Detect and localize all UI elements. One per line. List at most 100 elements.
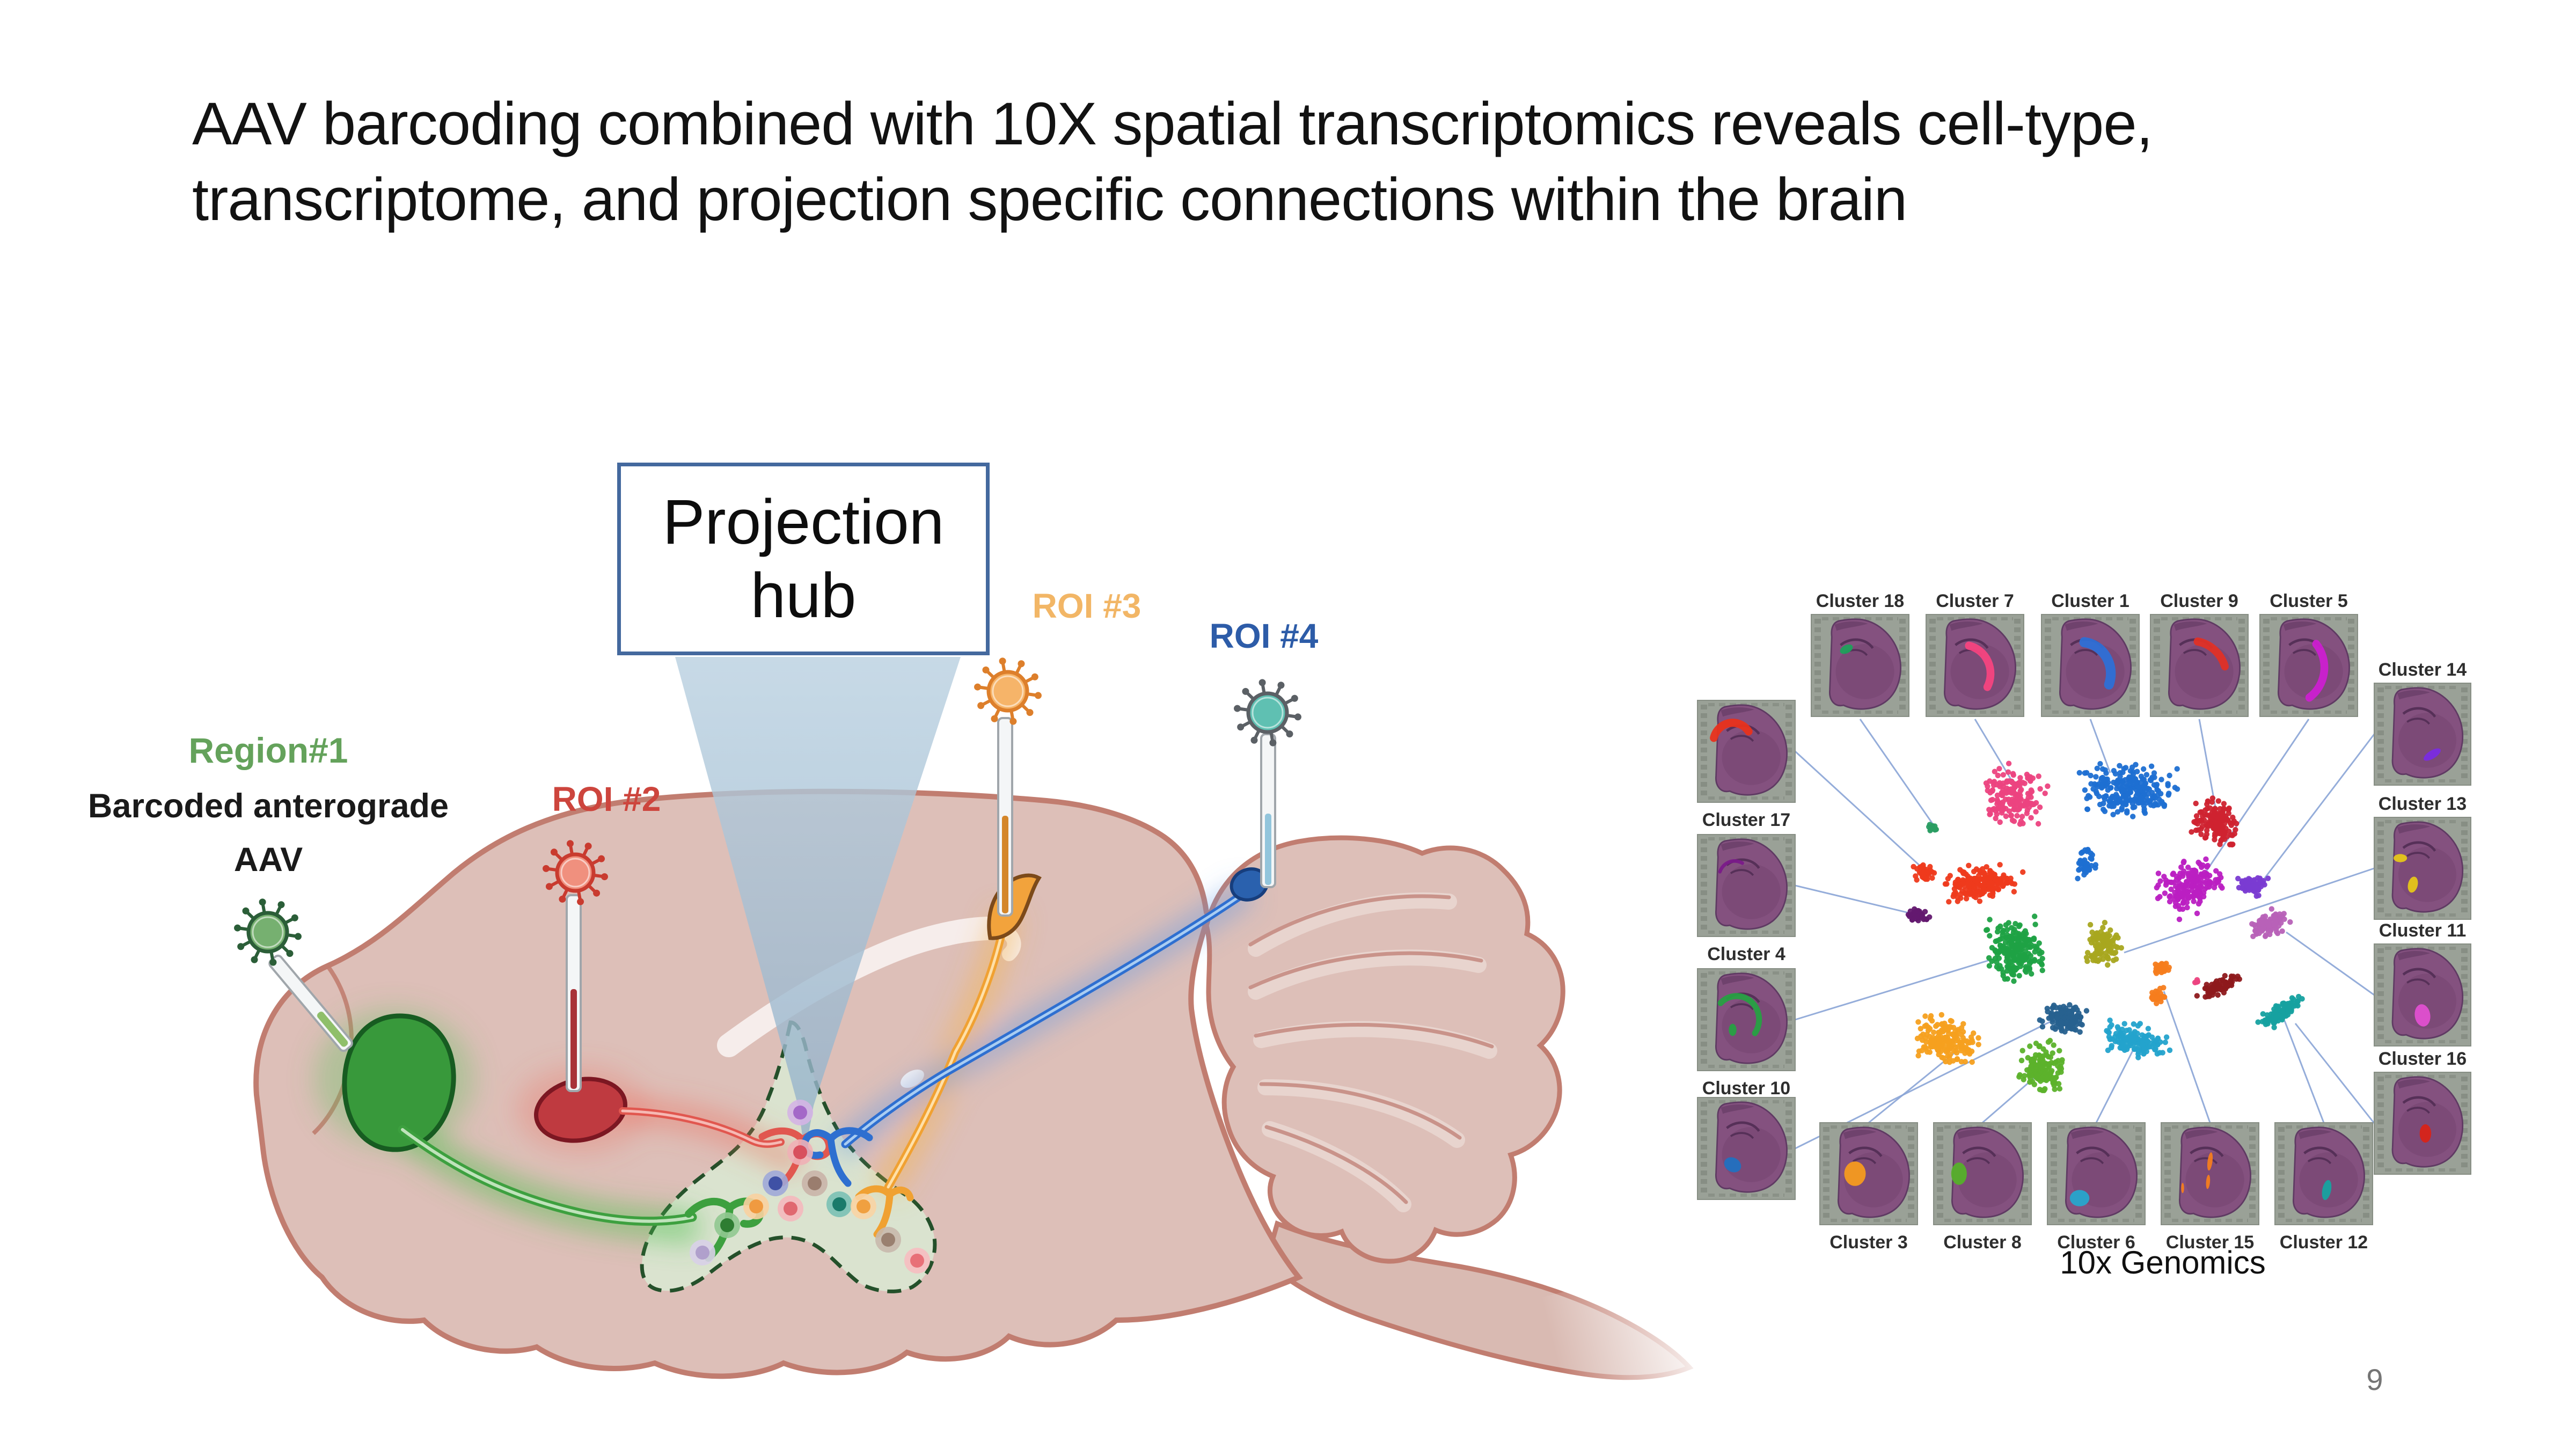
roi4-needle xyxy=(1260,733,1276,888)
red-aav-virus xyxy=(543,840,608,905)
cluster-thumbnail-label: Cluster 3 xyxy=(1829,1232,1908,1253)
cluster-link-line xyxy=(2284,1020,2325,1123)
cell-dot-core xyxy=(881,1233,895,1247)
cell-dot-core xyxy=(720,1218,734,1232)
cluster-thumbnail: Cluster 9 xyxy=(2150,591,2249,717)
projection-hub-label: Projection hub xyxy=(662,487,945,631)
cluster-thumbnail-label: Cluster 11 xyxy=(2379,920,2467,941)
roi3-needle xyxy=(997,717,1013,917)
aav-virus-icons xyxy=(234,657,1301,966)
cluster-highlight xyxy=(1840,644,1853,654)
cluster-thumbnail-label: Cluster 9 xyxy=(2160,591,2238,611)
brain-section xyxy=(1715,838,1788,930)
cluster-thumbnail: Cluster 16 xyxy=(2374,1049,2471,1175)
brain-section xyxy=(2059,618,2132,710)
brain-section xyxy=(2278,618,2350,710)
cluster-thumbnail: Cluster 1 xyxy=(2041,591,2140,717)
green-aav-virus xyxy=(234,898,302,966)
barcoded-cells xyxy=(690,1100,930,1274)
cell-dot-core xyxy=(696,1246,709,1260)
cluster-link-line xyxy=(1794,750,1932,877)
tsne-scatter xyxy=(1905,760,2305,1094)
cluster-highlight xyxy=(1717,993,1762,1036)
cluster-thumbnail-label: Cluster 13 xyxy=(2379,794,2467,814)
cluster-thumbnail-label: Cluster 7 xyxy=(1936,591,2014,611)
cluster-thumbnail: Cluster 3 xyxy=(1819,1122,1918,1253)
cluster-highlight xyxy=(1718,859,1744,874)
roi3-label: ROI #3 xyxy=(1032,587,1141,625)
brain-section xyxy=(2391,948,2463,1040)
cluster-link-line xyxy=(2286,931,2375,996)
cluster-thumbnail-label: Cluster 4 xyxy=(1707,944,1785,964)
cluster-highlight xyxy=(2414,1004,2431,1027)
cluster-thumbnail-label: Cluster 12 xyxy=(2280,1232,2368,1253)
cluster-highlight xyxy=(1965,641,1995,691)
cluster-thumbnail: Cluster 5 xyxy=(2259,591,2358,717)
cluster-link-line xyxy=(1795,958,1994,1021)
brain-section xyxy=(1951,1126,2024,1218)
orange-aav-virus xyxy=(974,657,1042,725)
cluster-thumbnail-label: Cluster 8 xyxy=(1943,1232,2022,1253)
cluster-link-line xyxy=(2124,867,2375,954)
brain-section xyxy=(1838,1126,1910,1218)
cluster-link-line xyxy=(2163,991,2211,1123)
cluster-thumbnail-label: Cluster 18 xyxy=(1816,591,1904,611)
brain-section xyxy=(2065,1126,2138,1218)
roi2-needle xyxy=(566,894,582,1092)
cluster-highlight xyxy=(2206,1174,2211,1189)
cluster-thumbnail: Cluster 13 xyxy=(2374,794,2471,920)
region1-label: Region#1 xyxy=(188,730,348,770)
cluster-thumbnail-label: Cluster 1 xyxy=(2051,591,2129,611)
cell-dot-core xyxy=(793,1145,807,1159)
cell-dot-core xyxy=(784,1202,797,1216)
brain-section xyxy=(2391,821,2463,913)
cluster-thumbnail-label: Cluster 10 xyxy=(1702,1078,1790,1099)
projection-hub-box: Projection hub xyxy=(617,463,990,655)
brain-section xyxy=(2179,1126,2251,1218)
cluster-link-line xyxy=(1974,719,2012,780)
page-number: 9 xyxy=(2366,1363,2383,1396)
slide-title: AAV barcoding combined with 10X spatial … xyxy=(192,90,2153,233)
roi2-label: ROI #2 xyxy=(552,780,661,818)
cluster-thumbnail xyxy=(1697,1097,1796,1200)
cluster-highlight xyxy=(1729,1023,1737,1036)
cluster-thumbnail: Cluster 12 xyxy=(2274,1122,2373,1253)
cluster-thumbnail: Cluster 14 xyxy=(2374,660,2471,786)
cluster-highlight xyxy=(2305,640,2329,702)
cluster-thumbnail: Cluster 4 xyxy=(1697,834,1796,964)
cluster-highlight xyxy=(1724,1157,1741,1173)
brain-section xyxy=(2391,1076,2463,1168)
cluster-link-line xyxy=(2260,734,2375,883)
region1-injection-site xyxy=(342,1013,456,1152)
cluster-figure: Cluster 18 Cluster 7 Cluster 1 Cluster 9 Clu… xyxy=(1697,591,2471,1253)
cluster-thumbnail: Cluster 17 xyxy=(1697,700,1796,830)
cluster-link-line xyxy=(2095,1047,2135,1123)
cluster-highlight xyxy=(2069,1190,2090,1206)
cluster-thumbnail-label: Cluster 17 xyxy=(1702,810,1790,830)
cluster-link-line xyxy=(1982,1076,2036,1124)
cluster-thumbnail-label: Cluster 16 xyxy=(2379,1049,2467,1069)
source-credit: 10x Genomics xyxy=(2060,1245,2266,1280)
cluster-link-line xyxy=(1859,719,1936,828)
cluster-highlight xyxy=(1951,1162,1967,1185)
cell-dot-core xyxy=(769,1176,782,1190)
cluster-highlight xyxy=(2322,1180,2332,1201)
injection-needles xyxy=(268,717,1276,1092)
cluster-highlight xyxy=(2394,854,2407,862)
cluster-highlight xyxy=(1844,1161,1866,1186)
cluster-link-line xyxy=(2089,719,2111,773)
brain-section xyxy=(1829,618,1901,710)
brain-section xyxy=(2168,618,2241,710)
cell-dot-core xyxy=(793,1106,807,1119)
cluster-link-line xyxy=(1868,1049,1958,1124)
cluster-highlight xyxy=(2424,748,2441,761)
cluster-thumbnail-label: Cluster 6 xyxy=(2057,1232,2135,1253)
brain-section xyxy=(2293,1126,2365,1218)
cluster-thumbnail: Cluster 8 xyxy=(1933,1122,2032,1253)
cluster-highlight xyxy=(2207,1152,2213,1171)
cluster-thumbnail: Cluster 6 xyxy=(2047,1122,2146,1253)
cluster-highlight xyxy=(2079,637,2116,690)
cell-dot-core xyxy=(857,1199,870,1213)
teal-aav-virus xyxy=(1234,679,1301,747)
